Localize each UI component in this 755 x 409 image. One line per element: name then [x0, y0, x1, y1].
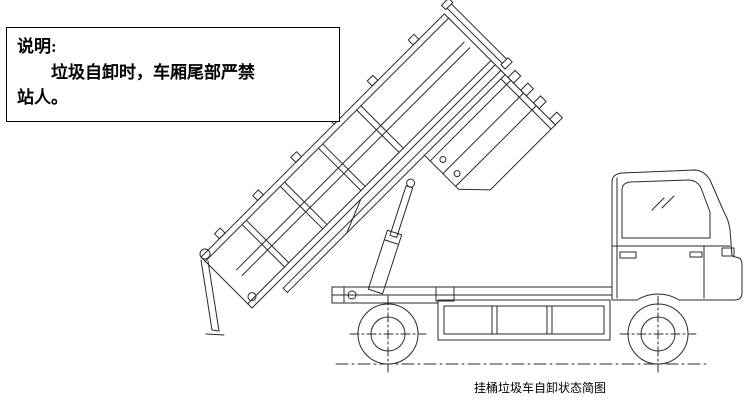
- tailgate: [441, 0, 513, 70]
- diagram-caption: 挂桶垃圾车自卸状态简图: [473, 381, 606, 395]
- cab-window: [621, 179, 711, 239]
- rear-wheel: [349, 295, 427, 373]
- note-line-1: 垃圾自卸时，车厢尾部严禁: [51, 62, 255, 82]
- dump-bed: [200, 0, 563, 309]
- chassis-frame: [331, 286, 613, 304]
- front-wheel: [619, 295, 697, 373]
- note-line-2: 站人。: [17, 88, 68, 107]
- side-toolbox: [437, 299, 611, 341]
- note-title: 说明:: [17, 37, 57, 56]
- door-handle: [689, 251, 703, 258]
- window-hatch-icon: [651, 197, 665, 211]
- instruction-note: 说明: 垃圾自卸时，车厢尾部严禁 站人。: [6, 27, 340, 122]
- lifting-arm: [199, 248, 225, 336]
- headlight: [721, 247, 735, 257]
- truck-cab: [611, 169, 743, 301]
- bucket-lifter: [424, 64, 563, 191]
- window-hatch-icon: [661, 195, 675, 209]
- hydraulic-cylinder: [367, 178, 416, 295]
